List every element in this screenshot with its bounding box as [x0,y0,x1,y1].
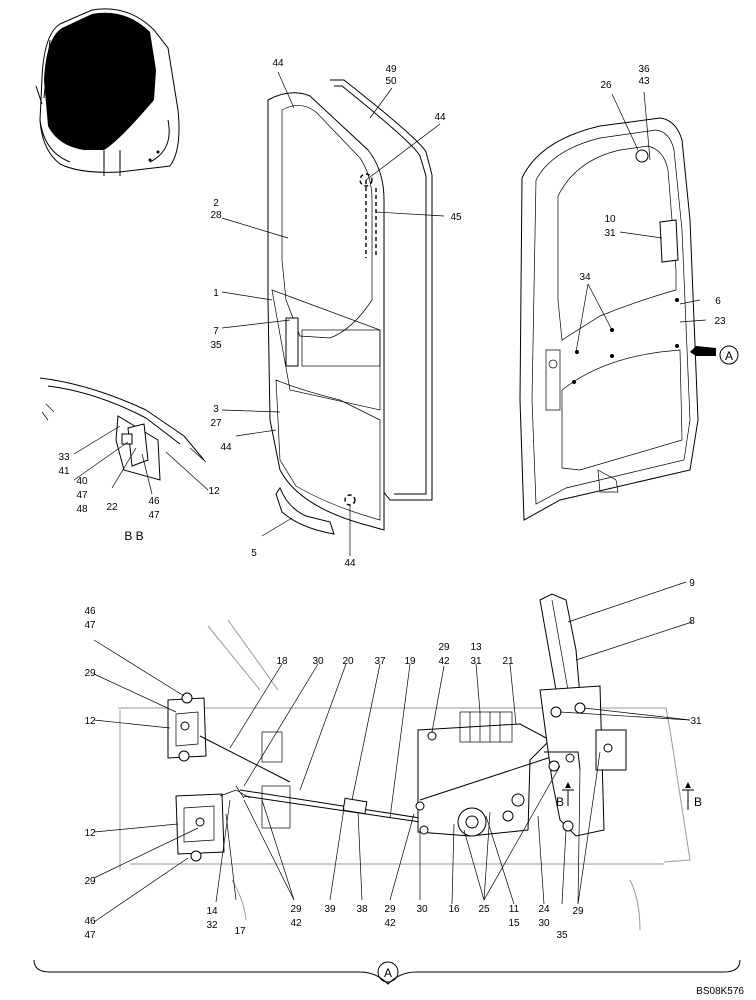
callout-10: 10 [604,214,616,225]
callout-30: 30 [538,918,550,929]
callout-18: 18 [276,656,288,667]
callout-15: 15 [508,918,520,929]
callout-5: 5 [251,548,257,559]
latch-assembly-view [118,593,691,931]
callout-24: 24 [538,904,550,915]
callout-29: 29 [438,642,450,653]
callout-7: 7 [213,326,219,337]
callout-9: 9 [689,578,695,589]
callout-39: 39 [324,904,336,915]
callout-44: 44 [272,58,284,69]
callout-49: 49 [385,64,397,75]
callout-2: 2 [213,198,219,209]
section-label-bb: B B [124,529,143,543]
callout-labels: 44 49 50 44 45 2 28 1 7 35 3 27 44 5 44 … [58,58,744,997]
drawing-number: BS08K576 [696,986,744,997]
callout-30: 30 [416,904,428,915]
callout-6: 6 [715,296,721,307]
callout-41: 41 [58,466,70,477]
callout-22: 22 [106,502,118,513]
callout-29: 29 [84,876,96,887]
callout-37: 37 [374,656,386,667]
callout-40: 40 [76,476,88,487]
callout-35: 35 [556,930,568,941]
view-marker-a: A [725,349,733,363]
callout-29: 29 [572,906,584,917]
callout-35: 35 [210,340,222,351]
callout-42: 42 [438,656,450,667]
callout-21: 21 [502,656,514,667]
callout-47: 47 [84,930,96,941]
callout-47: 47 [76,490,88,501]
callout-34: 34 [579,272,591,283]
callout-44: 44 [220,442,232,453]
callout-46: 46 [84,606,96,617]
callout-31: 31 [604,228,616,239]
callout-42: 42 [384,918,396,929]
leader-lines [73,71,707,923]
callout-23: 23 [714,316,726,327]
callout-16: 16 [448,904,460,915]
callout-29: 29 [384,904,396,915]
callout-12: 12 [84,716,96,727]
callout-33: 33 [58,452,70,463]
callout-14: 14 [206,906,218,917]
door-interior-view [519,117,739,521]
door-exterior-view [267,79,433,535]
view-a-bracket [33,959,741,985]
callout-26: 26 [600,80,612,91]
callout-11: 11 [509,904,520,915]
callout-47: 47 [148,510,160,521]
view-label-a: A [384,966,392,980]
callout-46: 46 [148,496,160,507]
callout-32: 32 [206,920,218,931]
callout-1: 1 [213,288,219,299]
section-arrows [562,782,694,810]
section-bb-view [39,377,207,481]
callout-38: 38 [356,904,368,915]
callout-29: 29 [290,904,302,915]
callout-44: 44 [434,112,446,123]
callout-3: 3 [213,404,219,415]
callout-30: 30 [312,656,324,667]
callout-48: 48 [76,504,88,515]
callout-12: 12 [84,828,96,839]
callout-28: 28 [210,210,222,221]
callout-46: 46 [84,916,96,927]
callout-36: 36 [638,64,650,75]
cab-thumbnail [35,8,180,176]
callout-27: 27 [210,418,222,429]
callout-42: 42 [290,918,302,929]
callout-19: 19 [404,656,416,667]
callout-12: 12 [208,486,220,497]
callout-45: 45 [450,212,462,223]
callout-29: 29 [84,668,96,679]
section-marker-b: B [694,795,702,809]
callout-50: 50 [385,76,397,87]
callout-25: 25 [478,904,490,915]
callout-47: 47 [84,620,96,631]
callout-20: 20 [342,656,354,667]
callout-44: 44 [344,558,356,569]
callout-31: 31 [470,656,482,667]
callout-43: 43 [638,76,650,87]
callout-17: 17 [234,926,246,937]
section-marker-b: B [556,795,564,809]
callout-31: 31 [690,716,702,727]
callout-13: 13 [470,642,482,653]
callout-8: 8 [689,616,695,627]
